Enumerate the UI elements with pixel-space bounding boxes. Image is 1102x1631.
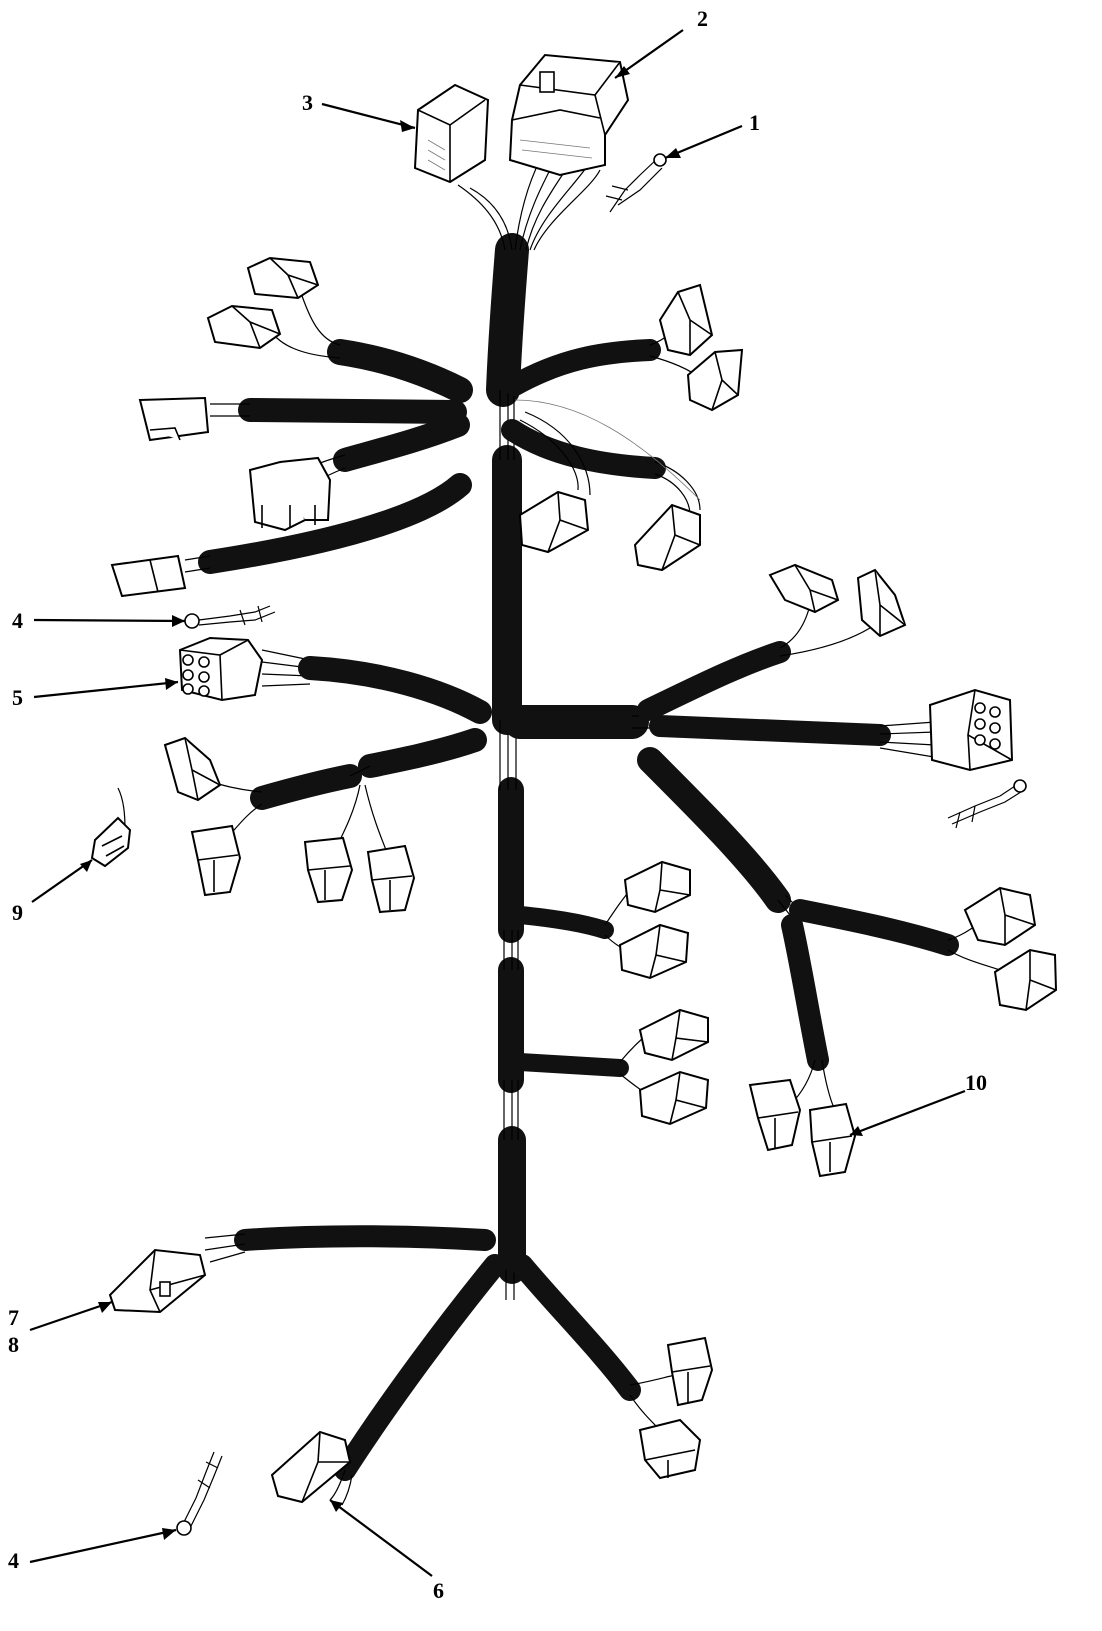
callout-4-upper: 4 [12,608,23,633]
tab-connector-dr-b [993,948,1058,1012]
terminal-1 [605,153,667,213]
branch-b-2-sheath [334,1254,506,1481]
tab-connector-dr-a [963,886,1037,947]
small-connector-ul-a [246,256,320,300]
tab-connector-tr-c [638,1008,709,1062]
branch-ul-1-sheath [327,339,473,403]
top-wire-bundle [457,159,601,251]
tab-connector-tr-b [618,923,690,980]
tab-connector-rm-b [856,568,907,638]
tab-connector-ml-d [366,844,416,914]
leader-lines [29,29,966,1577]
callout-10: 10 [965,1070,987,1095]
branch-b-1-sheath [234,1225,496,1251]
bottom-branches [108,1225,714,1506]
upper-right-branches [501,283,744,572]
callout-3: 3 [302,90,313,115]
branch-tr-2-sheath [511,1053,629,1077]
branch-ml-2-sheath [250,764,362,810]
small-connector-ur-b [686,348,744,412]
branch-rm-2-sheath [649,715,891,746]
tab-connector-b-b [638,1418,702,1480]
branch-ur-1-sheath [504,339,661,396]
upper-left-branches [110,256,473,598]
connector-7-8 [108,1248,207,1314]
middle-left-branch [163,728,487,914]
trunk-right-lower-branches [511,860,710,1126]
small-connector-ur-a [658,283,714,357]
tab-connector-ml-b [190,824,242,897]
branch-rm-3-sheath [637,641,791,721]
leader-6 [329,1499,433,1577]
tab-connector-b-a [666,1336,714,1407]
tab-connector-dr-c [748,1078,802,1152]
branch-ur-2-sheath [501,419,666,479]
rect-connector-ul-low [110,554,187,598]
tab-connector-tr-d [638,1070,710,1126]
tab-connector-tr-a [623,860,691,914]
callout-9: 9 [12,900,23,925]
leader-10 [849,1089,966,1137]
connector-3 [413,83,490,184]
connector-2 [508,53,630,177]
rect-connector-ul [138,396,210,442]
branch-dr-3-sheath [781,914,829,1071]
leader-4-upper [33,618,186,623]
leader-7-8 [29,1300,113,1332]
rect-connector-ur-b [633,503,701,572]
small-connector-ul-b [206,304,282,350]
branch-ml-1-sheath [358,728,487,778]
rect-connector-ur-a [518,490,590,554]
trunk-sheath-upper [486,233,529,407]
branch-ul-3-sheath [333,413,470,472]
callout-2: 2 [697,6,708,31]
right-mid-branch [503,563,1027,829]
callout-6: 6 [433,1578,444,1603]
tab-connector-ml-a [163,736,222,802]
terminal-4-lower [176,1451,223,1536]
six-pin-connector-right [928,688,1014,772]
branch-b-3-sheath [511,1254,641,1401]
branch-ul-4-sheath [198,473,472,574]
branch-dr-1-sheath [637,747,791,913]
leader-3 [321,102,416,130]
double-tab-connector-ul [248,456,332,532]
leader-4-lower [29,1528,177,1564]
tab-connector-10 [808,1102,857,1178]
tab-connector-ml-c [303,836,354,904]
branch-tr-1-sheath [511,906,614,939]
diagonal-right-branch [637,747,1058,1178]
leader-5 [33,680,179,699]
callout-1: 1 [749,110,760,135]
connector-5 [178,636,492,724]
terminal-4-upper [184,605,276,629]
callout-7: 7 [8,1305,19,1330]
terminal-9 [90,787,132,868]
branch-ul-2-sheath [238,398,467,424]
callout-5: 5 [12,685,23,710]
terminal-right [947,779,1027,829]
tab-connector-rm-a [768,563,840,614]
leader-9 [31,859,93,903]
connector-6 [270,1430,352,1504]
callout-4-lower: 4 [8,1548,19,1573]
branch-5-sheath [298,656,492,724]
callout-8: 8 [8,1332,19,1357]
callout-labels: 2 3 1 4 5 9 10 7 8 4 6 [8,6,987,1603]
branch-dr-2-sheath [789,899,959,956]
